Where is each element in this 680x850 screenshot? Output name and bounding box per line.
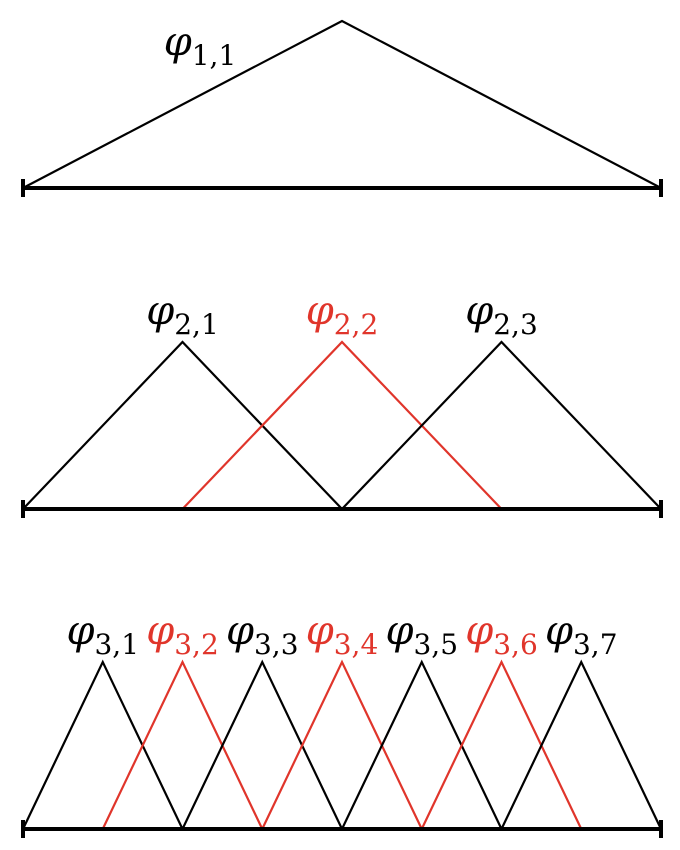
hat-function-3-3 [181,659,343,830]
hat-function-1-1 [22,19,662,189]
hat-function-3-2 [101,659,264,830]
basis-label-3-2: φ3,2 [146,608,219,661]
level-2-panel: φ2,1 φ2,2 φ2,3 [21,288,663,518]
hat-function-2-3 [341,340,662,510]
basis-label-3-5: φ3,5 [385,608,458,661]
basis-label-3-1: φ3,1 [66,608,139,661]
hat-function-3-5 [341,659,503,830]
basis-label-2-2: φ2,2 [306,288,379,341]
basis-label-1-1: φ1,1 [164,19,237,72]
basis-label-3-6: φ3,6 [465,608,538,661]
hat-function-2-1 [22,340,343,510]
hat-function-3-1 [22,659,184,830]
level-1-panel: φ1,1 [21,19,663,197]
hat-function-3-6 [420,659,583,830]
basis-label-3-7: φ3,7 [545,608,618,661]
hat-function-3-4 [261,659,423,830]
hat-function-2-2 [181,340,503,510]
basis-label-2-3: φ2,3 [465,288,538,341]
basis-label-3-4: φ3,4 [306,608,379,661]
basis-label-3-3: φ3,3 [226,608,299,661]
basis-label-2-1: φ2,1 [146,288,219,341]
hat-function-3-7 [500,659,662,830]
